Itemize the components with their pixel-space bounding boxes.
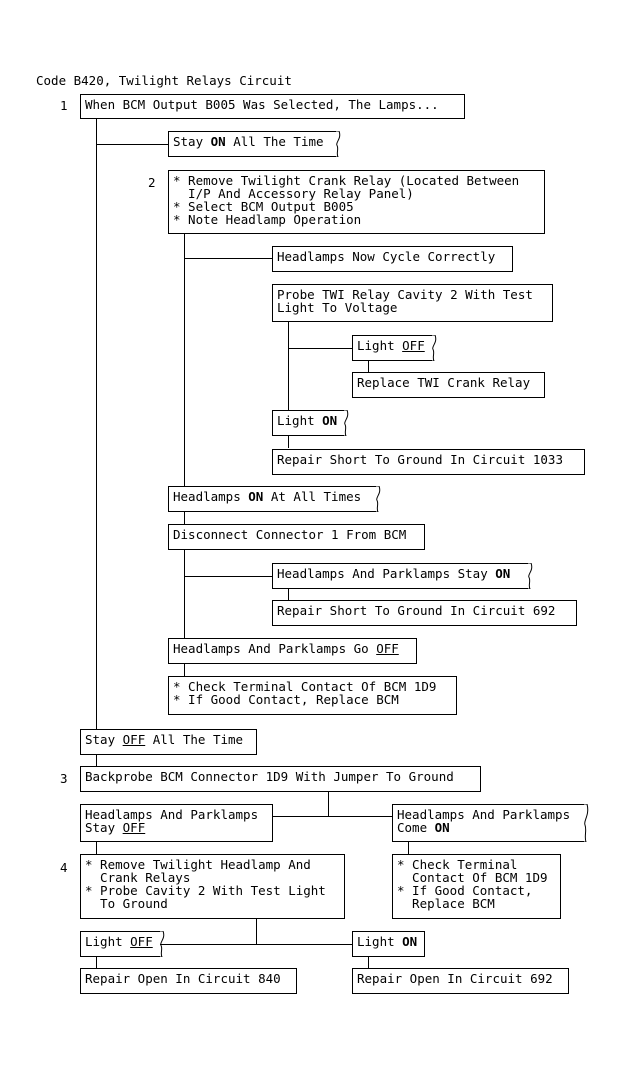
connector-line bbox=[96, 119, 97, 729]
result-light-on-box: Light ON bbox=[272, 410, 344, 436]
node-text: Repair Open In Circuit 692 bbox=[357, 971, 553, 986]
node-text: Stay bbox=[85, 732, 123, 747]
connector-line bbox=[272, 816, 392, 817]
result-headlamps-cycle-box: Headlamps Now Cycle Correctly bbox=[272, 246, 513, 272]
connector-line bbox=[408, 842, 409, 854]
node-text: ON bbox=[495, 566, 511, 581]
result-light-off-box-2: Light OFF bbox=[80, 931, 160, 957]
connector-line bbox=[328, 792, 329, 816]
node-text: All The Time bbox=[225, 134, 324, 149]
repair-short-692-box: Repair Short To Ground In Circuit 692 bbox=[272, 600, 577, 626]
chart-title: Code B420, Twilight Relays Circuit bbox=[36, 73, 292, 88]
torn-edge bbox=[430, 335, 438, 361]
result-light-on-box-2: Light ON bbox=[352, 931, 425, 957]
answer-stay-off-box: Stay OFF All The Time bbox=[80, 729, 257, 755]
repair-open-840-box: Repair Open In Circuit 840 bbox=[80, 968, 297, 994]
node-text: Replace TWI Crank Relay bbox=[357, 375, 531, 390]
connector-line bbox=[160, 944, 352, 945]
node-text: Headlamps And Parklamps Stay bbox=[85, 807, 259, 835]
connector-line bbox=[184, 664, 185, 676]
torn-edge bbox=[582, 804, 590, 842]
node-text: * Remove Twilight Headlamp And Crank Rel… bbox=[85, 857, 326, 911]
result-headlamps-on-box: Headlamps ON At All Times bbox=[168, 486, 376, 512]
torn-edge bbox=[158, 931, 166, 957]
node-text: All The Time bbox=[145, 732, 244, 747]
node-text: Repair Open In Circuit 840 bbox=[85, 971, 281, 986]
result-parklamps-stay-off-box: Headlamps And Parklamps Stay OFF bbox=[80, 804, 273, 842]
connector-line bbox=[184, 550, 185, 638]
node-text: Repair Short To Ground In Circuit 692 bbox=[277, 603, 556, 618]
connector-line bbox=[96, 956, 97, 968]
node-text: Headlamps Now Cycle Correctly bbox=[277, 249, 496, 264]
torn-edge bbox=[526, 563, 534, 589]
repair-open-692-box: Repair Open In Circuit 692 bbox=[352, 968, 569, 994]
step1-question-box: When BCM Output B005 Was Selected, The L… bbox=[80, 94, 465, 119]
check-terminal-contact-box: * Check Terminal Contact Of BCM 1D9 * If… bbox=[168, 676, 457, 715]
connector-line bbox=[184, 233, 185, 486]
step2-instructions-box: * Remove Twilight Crank Relay (Located B… bbox=[168, 170, 545, 234]
connector-line bbox=[96, 754, 97, 766]
result-parklamps-stay-on-box: Headlamps And Parklamps Stay ON bbox=[272, 563, 528, 589]
connector-line bbox=[288, 588, 289, 600]
connector-line bbox=[96, 144, 168, 145]
replace-twi-crank-relay-box: Replace TWI Crank Relay bbox=[352, 372, 545, 398]
probe-twi-relay-box: Probe TWI Relay Cavity 2 With Test Light… bbox=[272, 284, 553, 322]
connector-line bbox=[288, 436, 289, 448]
node-text: Headlamps bbox=[173, 489, 249, 504]
step-number-3: 3 bbox=[60, 771, 68, 786]
disconnect-connector-box: Disconnect Connector 1 From BCM bbox=[168, 524, 425, 550]
connector-line bbox=[184, 512, 185, 524]
node-text: ON bbox=[322, 413, 338, 428]
node-text: OFF bbox=[402, 338, 425, 353]
node-text: OFF bbox=[122, 820, 146, 835]
node-text: ON bbox=[434, 820, 450, 835]
node-text: Headlamps And Parklamps Come bbox=[397, 807, 571, 835]
connector-line bbox=[184, 258, 272, 259]
node-text: Light bbox=[357, 934, 403, 949]
node-text: When BCM Output B005 Was Selected, The L… bbox=[85, 97, 439, 112]
node-text: Headlamps And Parklamps Go bbox=[173, 641, 377, 656]
check-terminal-contact-box-2: * Check Terminal Contact Of BCM 1D9 * If… bbox=[392, 854, 561, 919]
node-text: ON bbox=[402, 934, 418, 949]
step3-backprobe-box: Backprobe BCM Connector 1D9 With Jumper … bbox=[80, 766, 481, 792]
connector-line bbox=[288, 322, 289, 411]
node-text: ON bbox=[248, 489, 264, 504]
node-text: Light bbox=[277, 413, 323, 428]
torn-edge bbox=[342, 410, 350, 436]
result-parklamps-go-off-box: Headlamps And Parklamps Go OFF bbox=[168, 638, 417, 664]
step-number-1: 1 bbox=[60, 98, 68, 113]
node-text: Probe TWI Relay Cavity 2 With Test Light… bbox=[277, 287, 533, 315]
node-text: OFF bbox=[376, 641, 399, 656]
answer-stay-on-box: Stay ON All The Time bbox=[168, 131, 336, 157]
node-text: Disconnect Connector 1 From BCM bbox=[173, 527, 407, 542]
step-number-2: 2 bbox=[148, 175, 156, 190]
node-text: At All Times bbox=[263, 489, 362, 504]
node-text: Backprobe BCM Connector 1D9 With Jumper … bbox=[85, 769, 454, 784]
result-parklamps-come-on-box: Headlamps And Parklamps Come ON bbox=[392, 804, 584, 842]
connector-line bbox=[96, 842, 97, 854]
node-text: Headlamps And Parklamps Stay bbox=[277, 566, 496, 581]
node-text: * Check Terminal Contact Of BCM 1D9 * If… bbox=[173, 679, 437, 707]
step4-instructions-box: * Remove Twilight Headlamp And Crank Rel… bbox=[80, 854, 345, 919]
connector-line bbox=[184, 576, 272, 577]
connector-line bbox=[288, 348, 352, 349]
node-text: OFF bbox=[122, 732, 146, 747]
node-text: Repair Short To Ground In Circuit 1033 bbox=[277, 452, 563, 467]
torn-edge bbox=[334, 131, 342, 157]
repair-short-1033-box: Repair Short To Ground In Circuit 1033 bbox=[272, 449, 585, 475]
node-text: OFF bbox=[130, 934, 153, 949]
connector-line bbox=[368, 956, 369, 968]
node-text: * Remove Twilight Crank Relay (Located B… bbox=[173, 173, 520, 227]
torn-edge bbox=[374, 486, 382, 512]
step-number-4: 4 bbox=[60, 860, 68, 875]
node-text: Stay bbox=[173, 134, 211, 149]
node-text: ON bbox=[210, 134, 226, 149]
connector-line bbox=[256, 918, 257, 944]
node-text: * Check Terminal Contact Of BCM 1D9 * If… bbox=[397, 857, 548, 911]
node-text: Light bbox=[357, 338, 403, 353]
node-text: Light bbox=[85, 934, 131, 949]
result-light-off-box: Light OFF bbox=[352, 335, 432, 361]
connector-line bbox=[368, 360, 369, 372]
